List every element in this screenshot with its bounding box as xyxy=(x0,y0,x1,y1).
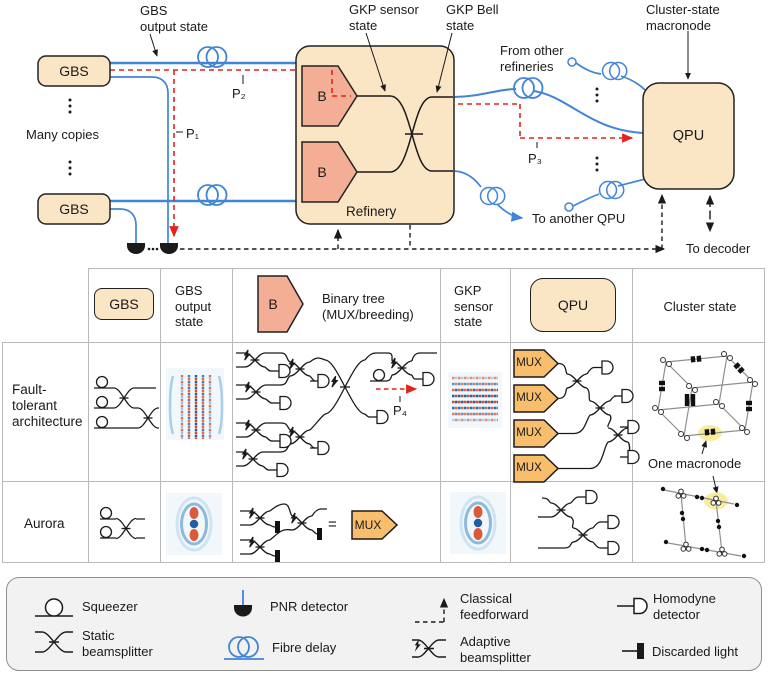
many-copies-ellipsis xyxy=(68,87,599,176)
legend-label-homodyne-detector: Homodyne detector xyxy=(653,591,716,622)
red-path-overlay xyxy=(331,70,351,97)
equals-sign: = xyxy=(328,516,337,533)
cluster-lattice-aurora xyxy=(660,486,747,559)
label-to-another-qpu: To another QPU xyxy=(532,211,626,226)
label-p1: P₁ xyxy=(186,126,200,141)
refinery-label: Refinery xyxy=(346,204,397,219)
legend-label-static-beamsplitter: Static beamsplitter xyxy=(82,628,153,659)
classical-feedforward-lines xyxy=(180,193,715,254)
qpu-box xyxy=(642,82,735,190)
table-grid-lines xyxy=(2,268,765,563)
binary-tree-circuit xyxy=(236,350,437,478)
legend-label-pnr-detector: PNR detector xyxy=(270,599,349,614)
legend-label-classical-feedforward: Classical feedforward xyxy=(460,591,529,622)
mux-pentagon-label: MUX xyxy=(516,462,542,474)
header-b-pentagon xyxy=(257,275,304,333)
mux-equivalence-circuit xyxy=(240,503,399,562)
legend-label-squeezer: Squeezer xyxy=(82,599,138,614)
fibre-delay-icon xyxy=(224,636,264,660)
header-gbs-chip-label: GBS xyxy=(109,296,139,312)
label-gbs-output-state: GBS output state xyxy=(140,3,208,34)
fibre-lines xyxy=(110,57,646,243)
b-pentagon-1 xyxy=(301,65,358,127)
cluster-lattice-ft xyxy=(652,351,758,494)
annotation-arrows xyxy=(149,31,691,148)
gbs-box-label: GBS xyxy=(59,63,89,79)
legend-label-fibre-delay: Fibre delay xyxy=(272,640,337,655)
fibre-delay-coil xyxy=(598,180,625,200)
b-pentagon-label: B xyxy=(317,88,327,104)
legend-panel xyxy=(6,577,762,671)
label-p4: P₄ xyxy=(393,403,407,418)
header-binary-tree: Binary tree (MUX/breeding) xyxy=(322,291,414,322)
pnr-detector-icon xyxy=(160,243,178,254)
header-gbs-output-state: GBS output state xyxy=(175,283,212,330)
label-gkp-sensor-state: GKP sensor state xyxy=(349,2,419,33)
legend-label-discarded-light: Discarded light xyxy=(652,644,738,659)
row-label-fault-tolerant: Fault- tolerant architecture xyxy=(12,382,83,430)
header-b-label: B xyxy=(268,296,278,312)
header-qpu-chip-label: QPU xyxy=(557,297,589,313)
fibre-delay-coil xyxy=(479,186,506,206)
gbs-circuit-ft xyxy=(94,375,159,429)
classical-feedforward-icon xyxy=(415,597,449,623)
label-p2: P₂ xyxy=(232,86,246,101)
qpu-mux-circuit xyxy=(513,349,640,483)
gbs-box-2 xyxy=(37,193,111,225)
b-pentagon-2 xyxy=(301,141,358,203)
label-gkp-bell-state: GKP Bell state xyxy=(446,2,499,33)
mux-pentagon-label: MUX xyxy=(516,357,542,369)
qpu-box-label: QPU xyxy=(672,128,705,144)
top-schematic xyxy=(37,31,735,254)
adaptive-beamsplitter-icon xyxy=(412,639,446,658)
legend-label-adaptive-beamsplitter: Adaptive beamsplitter xyxy=(460,634,531,665)
label-to-decoder: To decoder xyxy=(686,241,751,256)
wigner-aurora-1 xyxy=(166,493,222,555)
mux-pentagon-label: MUX xyxy=(354,518,382,532)
label-cluster-state-macronode: Cluster-state macronode xyxy=(646,2,720,33)
wigner-aurora-2 xyxy=(450,492,506,554)
gbs-output-wigner-ft xyxy=(166,368,224,440)
fibre-delay-coil xyxy=(513,77,544,99)
header-gbs-chip: GBS xyxy=(94,288,154,320)
discarded-light-icon xyxy=(622,643,644,659)
homodyne-detector-icon xyxy=(617,597,648,615)
row-label-aurora: Aurora xyxy=(24,516,65,531)
gbs-circuit-aurora xyxy=(99,506,145,540)
b-pentagon-label: B xyxy=(317,164,327,180)
gbs-box-1 xyxy=(37,55,111,87)
header-qpu-chip: QPU xyxy=(530,278,616,332)
label-many-copies: Many copies xyxy=(26,127,99,142)
mux-pentagon-label: MUX xyxy=(516,392,542,404)
header-cluster-state: Cluster state xyxy=(663,299,737,314)
pnr-detector-icon xyxy=(234,590,252,617)
label-from-other-refineries: From other refineries xyxy=(500,43,564,74)
pnr-detector-icon xyxy=(127,243,145,254)
squeezer-icon xyxy=(35,598,73,617)
pnr-ellipsis-dots xyxy=(147,247,159,251)
qpu-circuit-aurora xyxy=(538,489,620,556)
static-beamsplitter-icon xyxy=(35,631,73,653)
gbs-box-label: GBS xyxy=(59,201,89,217)
refinery-beamsplitter xyxy=(357,95,453,173)
gkp-sensor-wigner-ft xyxy=(448,372,502,428)
label-one-macronode: One macronode xyxy=(648,456,742,471)
mux-pentagon-label: MUX xyxy=(516,427,542,439)
header-gkp-sensor-state: GKP sensor state xyxy=(454,283,494,330)
label-p3: P₃ xyxy=(528,151,542,166)
